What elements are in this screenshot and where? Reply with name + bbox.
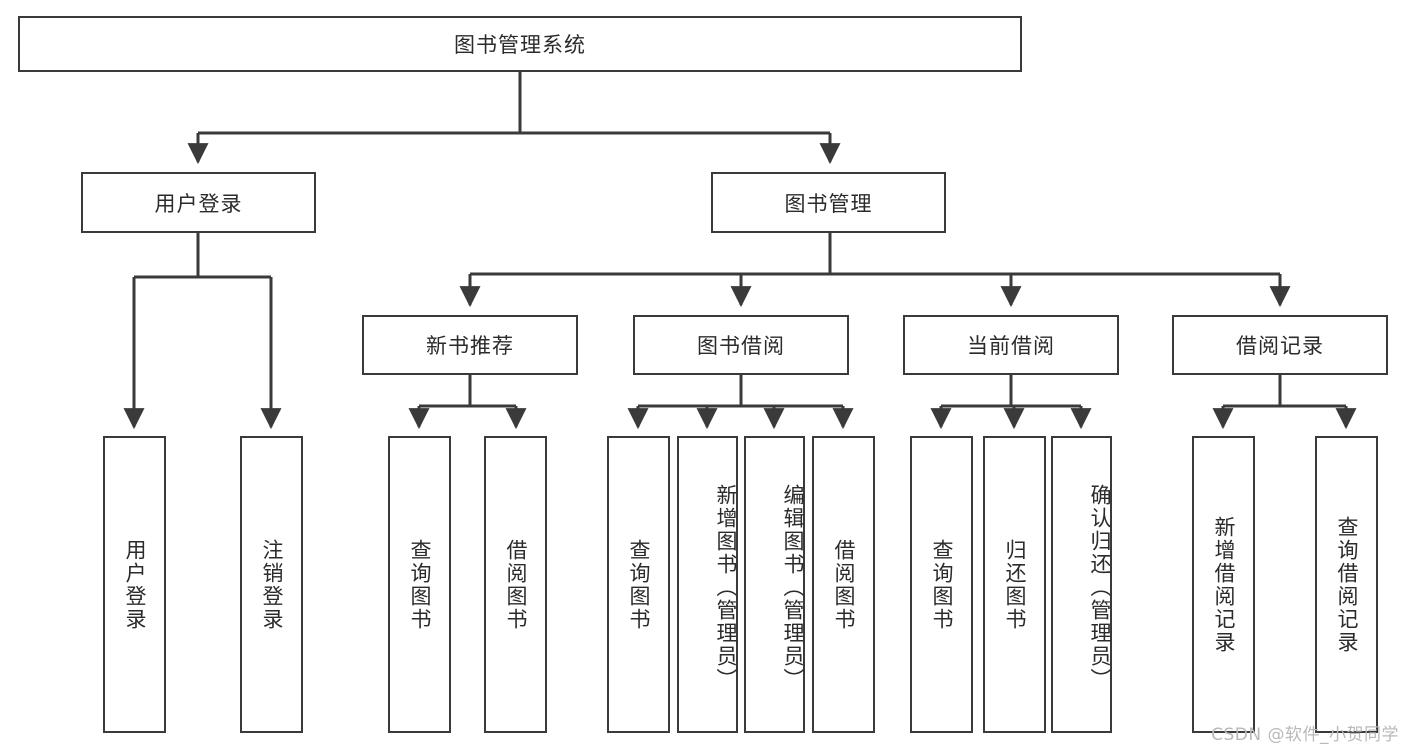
node-leaf-borrow-add[interactable]: 新增图书（管理员） <box>677 436 738 733</box>
node-leaf-cur-confirm[interactable]: 确认归还（管理员） <box>1051 436 1112 733</box>
node-leaf-cur-query[interactable]: 查询图书 <box>910 436 973 733</box>
node-leaf-borrow-edit[interactable]: 编辑图书（管理员） <box>744 436 805 733</box>
node-leaf-borrow-borrow[interactable]: 借阅图书 <box>812 436 875 733</box>
node-leaf-borrow-borrow-label: 借阅图书 <box>832 538 856 631</box>
node-leaf-record-add-label: 新增借阅记录 <box>1212 515 1236 654</box>
node-leaf-user-login[interactable]: 用户登录 <box>103 436 166 733</box>
node-root[interactable]: 图书管理系统 <box>18 16 1022 72</box>
node-user-login[interactable]: 用户登录 <box>81 172 316 233</box>
node-book-borrow[interactable]: 图书借阅 <box>633 315 849 375</box>
node-borrow-record-label: 借阅记录 <box>1236 334 1324 358</box>
node-leaf-user-logout-label: 注销登录 <box>260 538 284 631</box>
node-leaf-rec-borrow[interactable]: 借阅图书 <box>484 436 547 733</box>
node-book-borrow-label: 图书借阅 <box>697 334 785 358</box>
node-leaf-cur-return-label: 归还图书 <box>1003 538 1027 631</box>
node-leaf-rec-borrow-label: 借阅图书 <box>504 538 528 631</box>
node-leaf-record-query-label: 查询借阅记录 <box>1335 515 1359 654</box>
node-leaf-borrow-edit-label: 编辑图书（管理员） <box>781 484 805 691</box>
node-book-manage[interactable]: 图书管理 <box>711 172 946 233</box>
node-leaf-cur-query-label: 查询图书 <box>930 538 954 631</box>
node-leaf-rec-query-label: 查询图书 <box>408 538 432 631</box>
node-user-login-label: 用户登录 <box>154 191 243 216</box>
node-leaf-rec-query[interactable]: 查询图书 <box>388 436 451 733</box>
node-leaf-borrow-query[interactable]: 查询图书 <box>607 436 670 733</box>
node-leaf-borrow-query-label: 查询图书 <box>627 538 651 631</box>
node-new-book-rec[interactable]: 新书推荐 <box>362 315 578 375</box>
node-current-borrow-label: 当前借阅 <box>967 334 1055 358</box>
node-book-manage-label: 图书管理 <box>784 191 873 216</box>
node-leaf-record-query[interactable]: 查询借阅记录 <box>1315 436 1378 733</box>
node-borrow-record[interactable]: 借阅记录 <box>1172 315 1388 375</box>
node-leaf-record-add[interactable]: 新增借阅记录 <box>1192 436 1255 733</box>
node-current-borrow[interactable]: 当前借阅 <box>903 315 1119 375</box>
node-leaf-cur-confirm-label: 确认归还（管理员） <box>1088 484 1112 691</box>
node-root-label: 图书管理系统 <box>454 33 586 57</box>
node-leaf-user-login-label: 用户登录 <box>123 538 147 631</box>
node-leaf-cur-return[interactable]: 归还图书 <box>983 436 1046 733</box>
node-leaf-user-logout[interactable]: 注销登录 <box>240 436 303 733</box>
csdn-watermark: CSDN @软件_小贺同学 <box>1211 725 1399 745</box>
node-leaf-borrow-add-label: 新增图书（管理员） <box>714 484 738 691</box>
node-new-book-rec-label: 新书推荐 <box>426 334 514 358</box>
